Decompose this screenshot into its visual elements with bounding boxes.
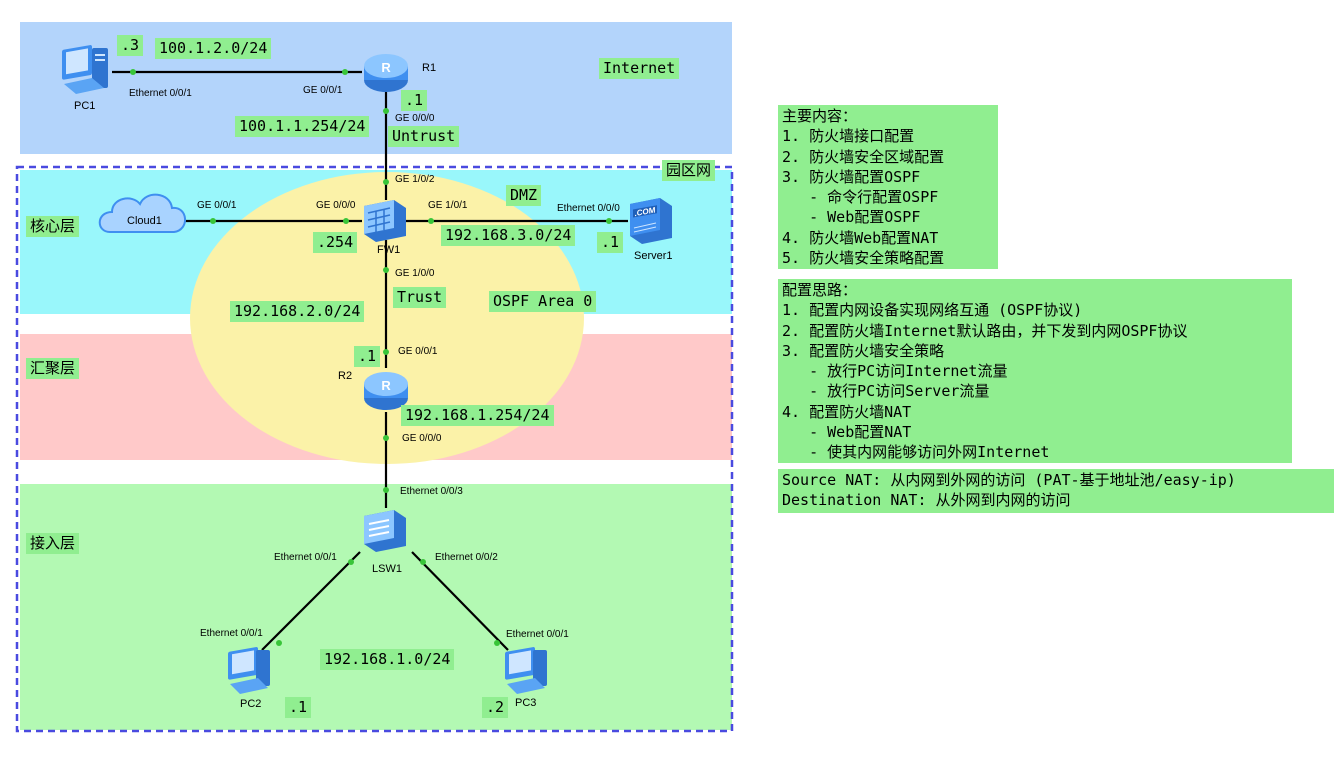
- pc1-port-label: Ethernet 0/0/1: [129, 88, 192, 99]
- lsw1-name: LSW1: [372, 563, 402, 575]
- r2-ge000-label: GE 0/0/0: [402, 433, 442, 444]
- net-192-168-1-label: 192.168.1.0/24: [320, 649, 455, 670]
- r2-ip-label: .1: [354, 346, 381, 367]
- server-ip-label: .1: [597, 232, 624, 253]
- campus-boundary: [15, 165, 734, 733]
- access-layer-label: 接入层: [26, 533, 80, 554]
- r1-ge001-label: GE 0/0/1: [303, 85, 343, 96]
- pc2-name: PC2: [240, 698, 262, 710]
- note-line: 3. 配置防火墙安全策略: [782, 341, 945, 360]
- server1-icon: .COM: [630, 198, 672, 244]
- note-line: - 命令行配置OSPF: [782, 188, 939, 207]
- note-line: Source NAT: 从内网到外网的访问 (PAT-基于地址池/easy-ip…: [782, 471, 1236, 489]
- nat-note: Source NAT: 从内网到外网的访问 (PAT-基于地址池/easy-ip…: [778, 469, 1334, 513]
- untrust-label: Untrust: [388, 126, 460, 147]
- pc2-ip-label: .1: [285, 697, 312, 718]
- trust-label: Trust: [393, 287, 447, 308]
- net-100-1-2-label: 100.1.2.0/24: [155, 38, 272, 59]
- fw-ge000-label: GE 0/0/0: [316, 200, 356, 211]
- r1-name: R1: [422, 62, 437, 74]
- note-line: 2. 配置防火墙Internet默认路由，并下发到内网OSPF协议: [782, 321, 1188, 340]
- note-line: 2. 防火墙安全区域配置: [782, 147, 945, 166]
- note-line: Destination NAT: 从外网到内网的访问: [782, 491, 1071, 510]
- pc3-icon: [505, 647, 547, 694]
- server-eth-label: Ethernet 0/0/0: [557, 203, 620, 214]
- note-line: 3. 防火墙配置OSPF: [782, 167, 921, 186]
- note-line: 配置思路：: [782, 281, 858, 299]
- note-line: 1. 防火墙接口配置: [782, 127, 915, 146]
- pc1-ip-label: .3: [117, 35, 144, 56]
- note-line: - Web配置OSPF: [782, 208, 921, 227]
- svg-text:R: R: [381, 60, 391, 75]
- note-line: - 放行PC访问Internet流量: [782, 362, 1008, 381]
- r2-name: R2: [338, 370, 353, 382]
- fw-ip-label: .254: [313, 232, 358, 253]
- aggregation-layer-label: 汇聚层: [26, 358, 80, 379]
- net-192-168-3-label: 192.168.3.0/24: [441, 225, 576, 246]
- note-line: 4. 防火墙Web配置NAT: [782, 228, 939, 247]
- dmz-label: DMZ: [506, 185, 542, 206]
- link-lsw1-pc2: [261, 551, 361, 651]
- note-line: 主要内容：: [782, 107, 858, 125]
- note-line: 5. 防火墙安全策略配置: [782, 249, 945, 268]
- pc3-name: PC3: [515, 697, 537, 709]
- lsw-eth003-label: Ethernet 0/0/3: [400, 486, 463, 497]
- fw1-icon: [364, 200, 406, 242]
- note-line: 1. 配置内网设备实现网络互通 (OSPF协议): [782, 301, 1083, 320]
- lsw-eth002-label: Ethernet 0/0/2: [435, 552, 498, 563]
- fw-ge101-label: GE 1/0/1: [428, 200, 468, 211]
- net-192-168-1-254-label: 192.168.1.254/24: [401, 405, 554, 426]
- note-line: - 放行PC访问Server流量: [782, 382, 990, 401]
- net-192-168-2-label: 192.168.2.0/24: [230, 301, 365, 322]
- r1-icon: R: [364, 54, 408, 92]
- pc3-ip-label: .2: [482, 697, 509, 718]
- link-lsw1-pc3: [411, 551, 509, 651]
- cloud1-icon: [98, 193, 186, 233]
- pc1-name: PC1: [74, 100, 96, 112]
- main-content-note: 主要内容： 1. 防火墙接口配置 2. 防火墙安全区域配置 3. 防火墙配置OS…: [778, 105, 998, 269]
- pc1-icon: [62, 45, 108, 94]
- pc3-port-label: Ethernet 0/0/1: [506, 629, 569, 640]
- note-line: - 使其内网能够访问外网Internet: [782, 443, 1050, 462]
- r1-ip-label: .1: [401, 90, 428, 111]
- r1-ge000-label: GE 0/0/0: [395, 113, 435, 124]
- com-badge: .COM: [635, 206, 656, 219]
- internet-label: Internet: [599, 58, 680, 79]
- ospf-area-label: OSPF Area 0: [489, 291, 597, 312]
- pc2-icon: [228, 647, 270, 694]
- cloud-ge001-label: GE 0/0/1: [197, 200, 237, 211]
- lsw1-icon: [364, 510, 406, 552]
- campus-label: 园区网: [662, 160, 716, 181]
- pc2-port-label: Ethernet 0/0/1: [200, 628, 263, 639]
- core-layer-label: 核心层: [26, 216, 80, 237]
- svg-text:R: R: [381, 378, 391, 393]
- fw-ge100-label: GE 1/0/0: [395, 268, 435, 279]
- server1-name: Server1: [634, 250, 673, 262]
- lsw-eth001-label: Ethernet 0/0/1: [274, 552, 337, 563]
- fw1-name: FW1: [377, 244, 401, 256]
- note-line: - Web配置NAT: [782, 423, 912, 442]
- net-100-1-1-label: 100.1.1.254/24: [235, 116, 370, 137]
- approach-note: 配置思路： 1. 配置内网设备实现网络互通 (OSPF协议) 2. 配置防火墙I…: [778, 279, 1292, 463]
- r2-ge001-label: GE 0/0/1: [398, 346, 438, 357]
- cloud1-name: Cloud1: [127, 215, 162, 227]
- fw-ge102-label: GE 1/0/2: [395, 174, 435, 185]
- r2-icon: R: [364, 372, 408, 410]
- note-line: 4. 配置防火墙NAT: [782, 402, 912, 421]
